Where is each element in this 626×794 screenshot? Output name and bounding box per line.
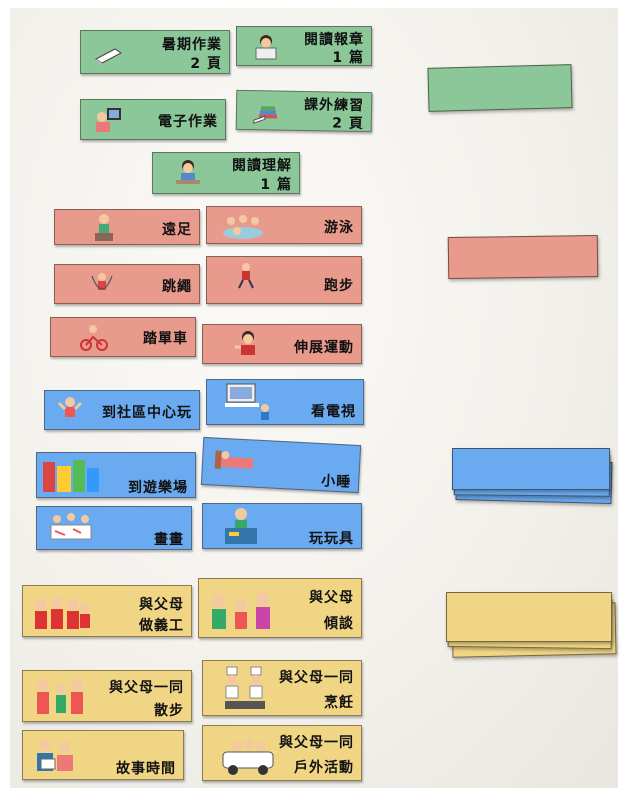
card-extra-exercise: 課外練習 2 頁 bbox=[235, 89, 373, 133]
child-play-icon bbox=[57, 397, 83, 417]
card-label: 與父母 bbox=[309, 590, 354, 606]
toy-box-icon bbox=[225, 508, 257, 544]
card-cook-parents: 與父母一同 烹飪 bbox=[202, 660, 362, 716]
card-label: 玩玩具 bbox=[309, 531, 354, 547]
card-label: 暑期作業 bbox=[162, 37, 222, 53]
card-sublabel: 1 篇 bbox=[332, 50, 364, 66]
card-sublabel: 戶外活動 bbox=[294, 760, 354, 776]
family-talk-icon bbox=[212, 592, 270, 629]
card-label: 遠足 bbox=[162, 222, 192, 238]
card-label: 閱讀報章 bbox=[304, 32, 364, 48]
car-family-icon bbox=[222, 739, 274, 775]
card-sublabel: 散步 bbox=[154, 703, 184, 719]
card-sublabel: 烹飪 bbox=[324, 695, 354, 711]
card-reading-comprehension: 閱讀理解 1 篇 bbox=[152, 152, 300, 194]
bed-icon bbox=[214, 450, 254, 469]
card-label: 與父母一同 bbox=[279, 670, 354, 686]
card-e-homework: 電子作業 bbox=[80, 99, 226, 140]
card-hiking: 遠足 bbox=[54, 209, 200, 245]
books-icon bbox=[253, 106, 277, 124]
book-icon bbox=[95, 48, 122, 65]
reader-icon bbox=[255, 35, 277, 60]
card-label: 閱讀理解 bbox=[232, 158, 292, 174]
card-sublabel: 傾談 bbox=[324, 616, 354, 632]
card-summer-homework: 暑期作業 2 頁 bbox=[80, 30, 230, 74]
card-label: 到遊樂場 bbox=[128, 480, 188, 496]
runner-icon bbox=[238, 263, 254, 289]
card-label: 看電視 bbox=[311, 404, 356, 420]
television-icon bbox=[225, 383, 269, 420]
story-icon bbox=[37, 739, 73, 771]
card-volunteer: 與父母 做義工 bbox=[22, 585, 192, 637]
family-walk-icon bbox=[37, 679, 83, 714]
card-label: 伸展運動 bbox=[294, 340, 354, 356]
card-label: 跳繩 bbox=[162, 279, 192, 295]
blank-card-stack-red bbox=[447, 234, 599, 280]
blank-card-stack-green bbox=[427, 64, 573, 112]
card-nap: 小睡 bbox=[200, 436, 362, 494]
card-sublabel: 做義工 bbox=[139, 618, 184, 634]
card-label: 電子作業 bbox=[158, 114, 218, 130]
card-label: 故事時間 bbox=[116, 761, 176, 777]
card-drawing: 畫畫 bbox=[36, 506, 192, 550]
jump-rope-icon bbox=[91, 273, 113, 290]
bicycle-icon bbox=[80, 325, 108, 351]
card-watch-tv: 看電視 bbox=[206, 379, 364, 425]
card-swimming: 游泳 bbox=[206, 206, 362, 244]
card-sublabel: 2 頁 bbox=[190, 56, 222, 72]
card-label: 小睡 bbox=[320, 473, 352, 491]
card-outdoor-parents: 與父母一同 戶外活動 bbox=[202, 725, 362, 781]
cooking-icon bbox=[225, 666, 265, 709]
card-play-toys: 玩玩具 bbox=[202, 503, 362, 549]
card-label: 到社區中心玩 bbox=[102, 405, 192, 421]
card-sublabel: 1 篇 bbox=[260, 177, 292, 193]
card-community-centre: 到社區中心玩 bbox=[44, 390, 200, 430]
volunteers-icon bbox=[35, 596, 90, 629]
stretch-icon bbox=[235, 331, 255, 355]
swimmers-icon bbox=[223, 215, 263, 239]
playground-icon bbox=[43, 460, 99, 492]
hiker-icon bbox=[95, 214, 113, 241]
card-label: 與父母 bbox=[139, 597, 184, 613]
card-label: 游泳 bbox=[324, 220, 354, 236]
card-playground: 到遊樂場 bbox=[36, 452, 196, 498]
card-rope-skipping: 跳繩 bbox=[54, 264, 200, 304]
computer-icon bbox=[96, 108, 121, 132]
card-running: 跑步 bbox=[206, 256, 362, 304]
card-label: 踏單車 bbox=[143, 331, 188, 347]
card-story-time: 故事時間 bbox=[22, 730, 184, 780]
card-read-newspaper: 閱讀報章 1 篇 bbox=[236, 26, 372, 66]
drawing-kids-icon bbox=[50, 513, 92, 540]
card-label: 與父母一同 bbox=[279, 735, 354, 751]
card-sublabel: 2 頁 bbox=[332, 115, 364, 133]
card-walk-parents: 與父母一同 散步 bbox=[22, 670, 192, 722]
blank-card-stack-blue bbox=[452, 448, 610, 490]
card-label: 跑步 bbox=[324, 278, 354, 294]
student-desk-icon bbox=[176, 160, 200, 184]
card-stretching: 伸展運動 bbox=[202, 324, 362, 364]
card-label: 與父母一同 bbox=[109, 680, 184, 696]
card-label: 畫畫 bbox=[154, 532, 184, 548]
blank-card-stack-yellow bbox=[446, 592, 612, 642]
card-chat-parents: 與父母 傾談 bbox=[198, 578, 362, 638]
card-cycling: 踏單車 bbox=[50, 317, 196, 357]
